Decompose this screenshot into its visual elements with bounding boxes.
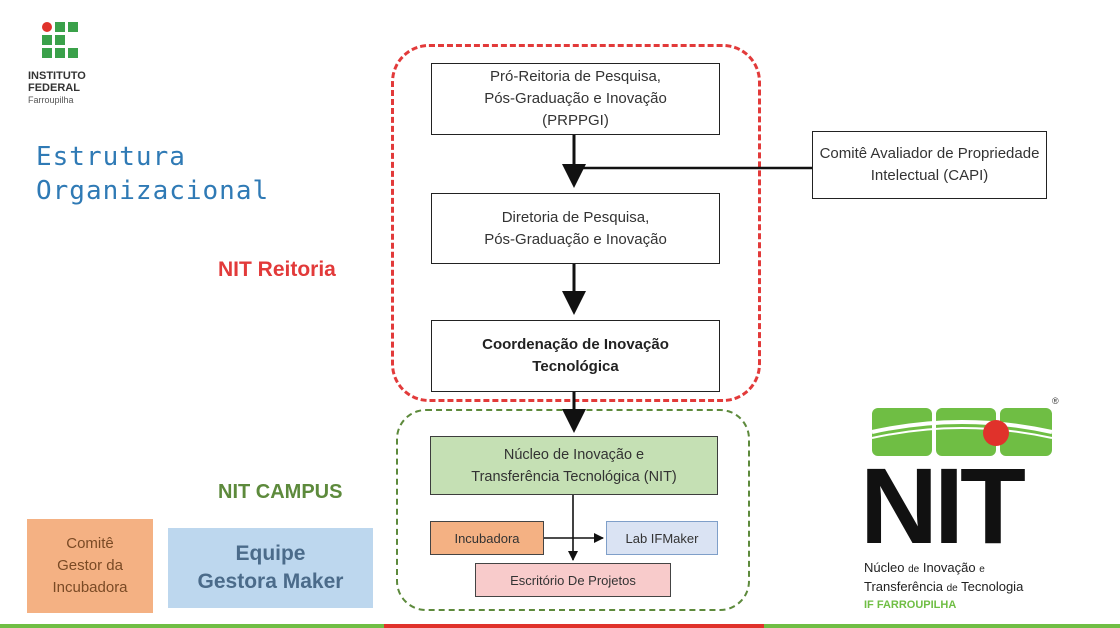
- footer-stripe-green-left: [0, 624, 384, 628]
- nit-logo-mark-icon: [871, 408, 1053, 456]
- nit-box: Núcleo de Inovação e Transferência Tecno…: [430, 436, 718, 495]
- coordenacao-text: Coordenação de Inovação Tecnológica: [482, 336, 669, 375]
- capi-text: Comitê Avaliador de Propriedade Intelect…: [819, 145, 1040, 184]
- nit-registered-mark: ®: [1052, 396, 1059, 406]
- nit-logo: ® NIT Núcleo de Inovação e Transferência…: [860, 396, 1070, 620]
- nit-tagline-1b: de: [908, 564, 920, 575]
- nit-reitoria-group: [391, 44, 761, 402]
- nit-text: Núcleo de Inovação e Transferência Tecno…: [471, 446, 677, 485]
- nit-tagline-3: IF FARROUPILHA: [864, 599, 957, 611]
- comite-gestor-text: Comitê Gestor da Incubadora: [52, 535, 128, 596]
- footer-stripe-red: [384, 624, 764, 628]
- nit-reitoria-label: NIT Reitoria: [218, 258, 336, 281]
- diretoria-text: Diretoria de Pesquisa, Pós-Graduação e I…: [484, 208, 667, 248]
- escritorio-text: Escritório De Projetos: [510, 572, 636, 588]
- comite-gestor-card: Comitê Gestor da Incubadora: [27, 519, 153, 613]
- capi-box: Comitê Avaliador de Propriedade Intelect…: [812, 131, 1047, 199]
- diretoria-box: Diretoria de Pesquisa, Pós-Graduação e I…: [431, 193, 720, 264]
- incubadora-box: Incubadora: [430, 521, 544, 555]
- nit-tagline-2c: Tecnologia: [961, 579, 1024, 594]
- prppgi-text: Pró-Reitoria de Pesquisa, Pós-Graduação …: [484, 68, 667, 129]
- nit-tagline-2: Transferência de Tecnologia: [864, 579, 1023, 594]
- nit-tagline-2a: Transferência: [864, 579, 943, 594]
- equipe-gestora-card: Equipe Gestora Maker: [168, 528, 373, 608]
- lab-ifmaker-text: Lab IFMaker: [625, 530, 699, 546]
- nit-tagline-1d: e: [979, 564, 985, 575]
- footer-stripe-green-right: [764, 624, 1120, 628]
- equipe-gestora-text: Equipe Gestora Maker: [197, 542, 344, 593]
- escritorio-box: Escritório De Projetos: [475, 563, 671, 597]
- if-logo-line2: FEDERAL: [28, 82, 80, 94]
- if-logo-mark-icon: [42, 22, 78, 58]
- nit-tagline-1c: Inovação: [922, 560, 976, 575]
- if-logo: INSTITUTO FEDERAL Farroupilha: [28, 22, 120, 112]
- lab-ifmaker-box: Lab IFMaker: [606, 521, 718, 555]
- coordenacao-box: Coordenação de Inovação Tecnológica: [431, 320, 720, 392]
- nit-tagline-1a: Núcleo: [864, 560, 905, 575]
- page-title: Estrutura Organizacional: [36, 142, 270, 206]
- nit-campus-label: NIT CAMPUS: [218, 481, 343, 503]
- prppgi-box: Pró-Reitoria de Pesquisa, Pós-Graduação …: [431, 63, 720, 135]
- nit-tagline-1: Núcleo de Inovação e: [864, 560, 985, 575]
- if-logo-line1: INSTITUTO: [28, 70, 86, 82]
- if-logo-line3: Farroupilha: [28, 95, 74, 105]
- nit-wordmark: NIT: [860, 445, 1026, 566]
- incubadora-text: Incubadora: [454, 530, 520, 546]
- nit-tagline-2b: de: [946, 583, 958, 594]
